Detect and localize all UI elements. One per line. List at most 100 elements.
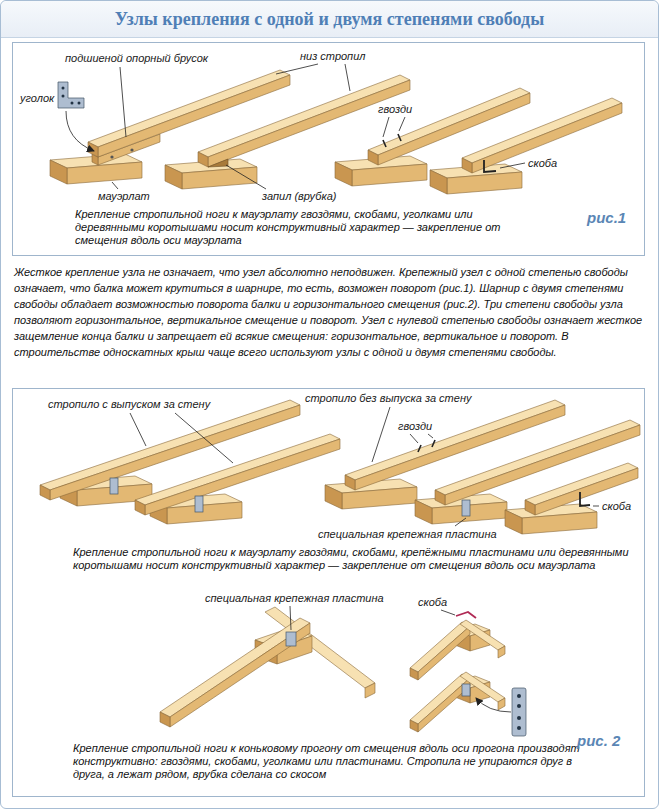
rafter	[418, 678, 470, 732]
rafter	[472, 103, 622, 173]
staple	[484, 160, 496, 172]
fixing-plate	[462, 684, 470, 696]
rafter	[498, 698, 505, 710]
mauerlat	[522, 512, 597, 534]
mauerlat	[182, 167, 257, 189]
leader-line	[276, 64, 318, 74]
rafter	[410, 622, 470, 672]
text-anchor: мауэрлат	[98, 190, 150, 203]
nail	[398, 134, 401, 141]
rafter	[135, 500, 145, 515]
text-anchor: скоба	[418, 596, 447, 609]
text-anchor: Узлы крепления с одной и двумя степенями…	[0, 8, 659, 30]
leader-line	[593, 506, 599, 507]
rafter	[462, 98, 622, 163]
plate-hole	[517, 704, 521, 708]
figure-number: рис.1	[587, 209, 626, 227]
leader-line	[383, 117, 389, 137]
part-label: гвозди	[378, 103, 412, 116]
plate-hole	[517, 716, 521, 720]
part-label: гвозди	[398, 420, 432, 433]
leader-line	[130, 413, 146, 446]
rafter	[498, 646, 505, 658]
bracket-hole	[71, 102, 74, 105]
part-label: скоба	[418, 596, 447, 609]
fixing-plate	[286, 632, 296, 646]
part-label: запил (врубка)	[262, 190, 336, 203]
body-text: Жесткое крепление узла не означает, что …	[14, 264, 644, 360]
text-anchor: скоба	[602, 500, 631, 513]
leader-line	[345, 64, 350, 91]
notch	[208, 159, 228, 167]
text-anchor: скоба	[528, 157, 557, 170]
leader-line	[175, 413, 233, 463]
fixing-plate	[195, 496, 203, 512]
staple	[580, 492, 590, 506]
leader-line	[428, 434, 433, 438]
bracket-hole	[62, 95, 65, 98]
leader-line	[226, 165, 266, 189]
leader-line	[410, 434, 418, 443]
rafter	[410, 674, 470, 724]
part-label: подшиеной опорный брусок	[65, 52, 208, 65]
text-anchor: гвозди	[378, 103, 412, 116]
mauerlat	[67, 162, 142, 184]
title-text: Узлы крепления с одной и двумя степенями…	[0, 8, 659, 30]
part-label: мауэрлат	[98, 190, 150, 203]
leader-line	[290, 606, 291, 630]
leader-line	[372, 407, 390, 462]
text-anchor: Жесткое крепление узла не означает, что …	[14, 264, 644, 360]
angle-bracket-icon	[58, 82, 84, 108]
text-anchor: Крепление стропильной ноги к мауэрлату г…	[73, 546, 638, 572]
fixing-plate	[110, 478, 118, 494]
pointer-arrow	[476, 698, 511, 712]
text-anchor: стропило без выпуска за стену	[305, 392, 471, 405]
caption-text: Крепление стропильной ноги к коньковому …	[73, 742, 581, 781]
part-label: специальная крепежная пластина	[205, 592, 384, 605]
rafter	[535, 468, 638, 515]
fixing-plate	[462, 500, 470, 516]
mauerlat	[430, 170, 447, 194]
text-anchor: низ стропил	[300, 50, 366, 63]
rafter	[368, 150, 378, 165]
text-anchor: специальная крепежная пластина	[205, 592, 384, 605]
rafter	[88, 142, 98, 157]
mauerlat	[335, 162, 352, 186]
text-anchor: специальная крепежная пластина	[318, 528, 497, 541]
mauerlat	[352, 164, 427, 186]
mauerlat	[447, 172, 522, 194]
rafter	[435, 490, 445, 505]
mauerlat	[325, 485, 342, 509]
rafter	[365, 683, 375, 698]
plate-hole	[517, 726, 521, 730]
rafter	[198, 75, 410, 157]
rafter	[145, 439, 340, 515]
text-anchor: подшиеной опорный брусок	[65, 52, 208, 65]
mauerlat	[165, 165, 182, 189]
rafter	[410, 720, 418, 732]
text-anchor: гвозди	[398, 420, 432, 433]
text-anchor: уголок	[20, 92, 54, 105]
leader-line	[399, 117, 405, 131]
text-anchor: стропило с выпуском за стену	[48, 398, 210, 411]
part-label: скоба	[528, 157, 557, 170]
rafter	[418, 626, 470, 680]
text-anchor: рис. 2	[577, 732, 620, 750]
nail	[418, 445, 421, 452]
pointer-arrow	[66, 111, 94, 151]
rafter	[460, 620, 505, 650]
figure-number: рис. 2	[577, 732, 620, 750]
rafter	[40, 485, 50, 500]
leader-line	[441, 610, 455, 615]
rafter	[462, 158, 472, 173]
screw	[130, 148, 133, 151]
mauerlat	[342, 487, 417, 509]
part-label: стропило с выпуском за стену	[48, 398, 210, 411]
rafter	[460, 672, 505, 702]
plate-icon	[512, 688, 526, 736]
rafter	[198, 152, 208, 167]
rafter	[525, 500, 535, 515]
rafter	[160, 712, 170, 727]
rafter	[355, 405, 565, 490]
